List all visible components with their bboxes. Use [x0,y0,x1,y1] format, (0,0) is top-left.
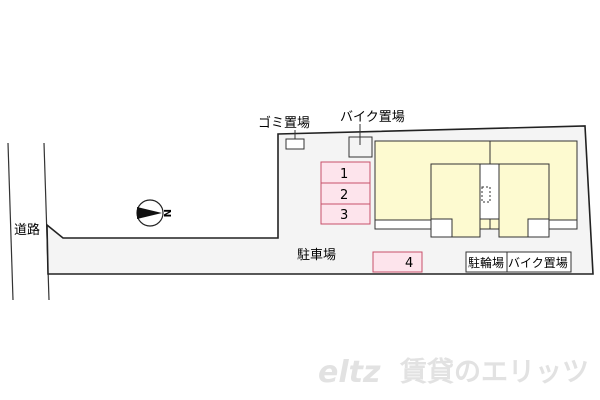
bicycle-parking-label: 駐輪場 [468,255,504,270]
road-edge-right [43,142,50,301]
parking-spaces: 1 2 3 4 [320,161,423,273]
parking-number: 3 [340,208,348,223]
north-label: N [161,209,172,217]
bike-parking-bottom-area [506,251,572,273]
road-edge-left [7,142,14,301]
entrance [430,218,453,238]
north-arrow-icon [137,207,162,219]
compass: N [136,199,172,227]
watermark-logo: eltz [318,355,381,390]
bike-parking-top-label: バイク置場 [340,110,405,125]
bike-parking-bottom-label: バイク置場 [508,256,568,270]
stairs [481,186,491,203]
balcony [548,219,578,230]
garbage-area [285,138,305,150]
road-label: 道路 [14,222,40,238]
parking-label: 駐車場 [297,248,336,263]
entrance [527,218,550,238]
parking-space-3 [320,203,371,225]
parking-space-4 [372,251,423,273]
bike-parking-top-area [348,136,373,158]
building [374,140,578,238]
watermark-text: 賃貸のエリッツ [399,356,589,388]
balcony [374,219,432,230]
parking-number: 2 [340,188,348,203]
parking-number: 1 [340,167,348,182]
garbage-label: ゴミ置場 [258,115,310,131]
parking-number: 4 [405,256,413,271]
